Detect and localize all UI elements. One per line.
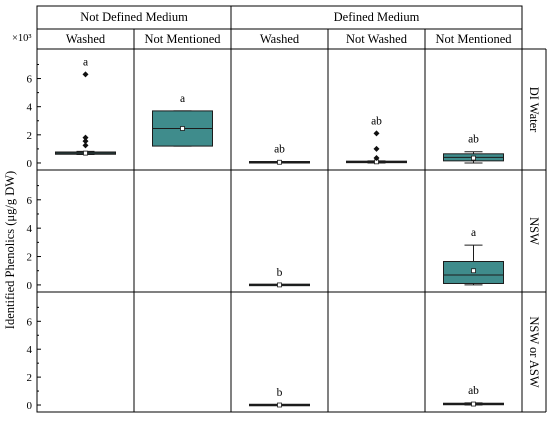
- column-header: Not Washed: [346, 32, 408, 46]
- box-plot-1: a: [152, 93, 213, 147]
- significance-letter: ab: [468, 134, 479, 146]
- y-tick-label: 0: [27, 158, 33, 170]
- group-header-0: Not Defined Medium: [80, 10, 188, 24]
- box-plot-7: b: [249, 387, 310, 408]
- column-header: Washed: [66, 32, 106, 46]
- box-plot-2: ab: [249, 144, 310, 165]
- box-plot-8: ab: [443, 385, 504, 407]
- y-scale-label: ×10³: [12, 33, 32, 44]
- y-tick-label: 6: [27, 195, 33, 207]
- box-plot-5: b: [249, 267, 310, 288]
- box-plot-4: ab: [443, 134, 504, 164]
- y-tick-label: 4: [27, 344, 33, 356]
- significance-letter: ab: [371, 115, 382, 127]
- chart-frame: [36, 5, 547, 413]
- significance-letter: b: [277, 387, 283, 399]
- outlier-point: [82, 142, 89, 149]
- significance-letter: ab: [468, 385, 479, 397]
- significance-letter: ab: [274, 144, 285, 156]
- row-strip-label: NSW or ASW: [527, 316, 541, 388]
- y-tick-label: 0: [27, 400, 33, 412]
- significance-letter: b: [277, 267, 283, 279]
- y-tick-label: 2: [27, 252, 33, 264]
- column-header: Not Mentioned: [435, 32, 512, 46]
- mean-marker: [277, 159, 282, 165]
- column-header: Washed: [260, 32, 300, 46]
- y-tick-label: 4: [27, 102, 33, 114]
- mean-marker: [471, 268, 476, 274]
- outlier-point: [373, 155, 380, 162]
- y-tick-label: 2: [27, 130, 33, 142]
- row-strip-label: DI Water: [527, 87, 541, 133]
- y-tick-label: 6: [27, 74, 33, 86]
- mean-marker: [180, 126, 185, 131]
- group-header-1: Defined Medium: [334, 10, 420, 24]
- outlier-point: [82, 71, 89, 78]
- significance-letter: a: [83, 56, 88, 68]
- box-plot-0: a: [55, 56, 116, 156]
- outlier-point: [82, 134, 89, 141]
- y-axes: 0 2 4 6 0 2 4 6 0 2 4 6: [27, 63, 41, 412]
- column-header: Not Mentioned: [144, 32, 221, 46]
- box-plot-6: a: [443, 227, 504, 286]
- y-tick-label: 0: [27, 280, 33, 292]
- y-tick-label: 4: [27, 223, 33, 235]
- outer-frame: [36, 5, 523, 413]
- y-tick-label: 2: [27, 372, 33, 384]
- y-tick-label: 6: [27, 316, 33, 328]
- mean-marker: [471, 401, 476, 407]
- y-axis-label: Identified Phenolics (μg/g DW): [3, 171, 17, 329]
- mean-marker: [277, 402, 282, 408]
- mean-marker: [471, 155, 476, 161]
- significance-letter: a: [471, 227, 476, 239]
- box-plot-3: ab: [346, 115, 407, 165]
- mean-marker: [277, 282, 282, 288]
- outlier-point: [82, 138, 89, 145]
- outlier-point: [373, 130, 380, 137]
- significance-letter: a: [180, 93, 185, 105]
- outlier-point: [373, 145, 380, 152]
- mean-marker: [83, 150, 88, 156]
- row-strip-label: NSW: [527, 217, 541, 245]
